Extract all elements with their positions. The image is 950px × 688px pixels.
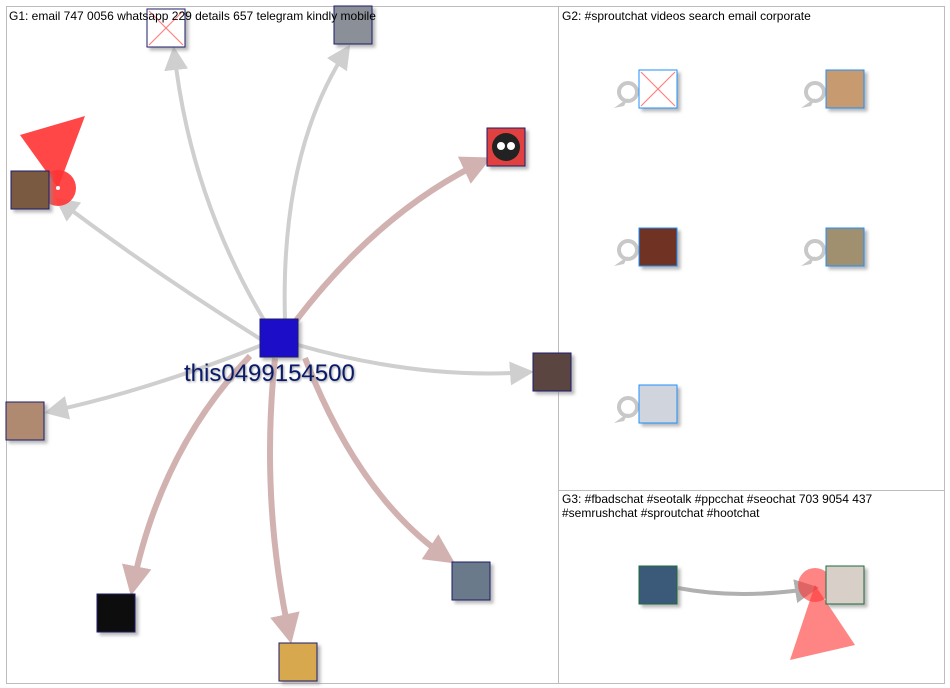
edge (164, 46, 272, 332)
node (532, 352, 572, 392)
highlight-arrow (20, 116, 85, 188)
node (10, 170, 50, 210)
group-g3-panel (558, 490, 945, 684)
owl-icon (492, 133, 520, 161)
edge (302, 356, 455, 564)
self-loop (617, 396, 639, 418)
node (5, 401, 45, 441)
edge (54, 197, 264, 342)
edge (677, 579, 819, 604)
edge (297, 343, 534, 386)
node (825, 69, 865, 109)
node-center (259, 318, 299, 358)
edge (44, 343, 263, 420)
node (638, 384, 678, 424)
edge (282, 44, 351, 321)
edge (122, 353, 253, 596)
edge (267, 357, 300, 644)
node (638, 227, 678, 267)
highlight-arrow (790, 585, 855, 660)
node (825, 565, 865, 605)
self-loop (617, 239, 639, 261)
group-g2-label: G2: #sproutchat videos search email corp… (562, 9, 811, 23)
node (278, 642, 318, 682)
group-g1-label: G1: email 747 0056 whatsapp 229 details … (9, 9, 376, 23)
node (96, 593, 136, 633)
self-loop (804, 239, 826, 261)
node (638, 565, 678, 605)
node (825, 227, 865, 267)
node (451, 561, 491, 601)
group-g3-label: G3: #fbadschat #seotalk #ppcchat #seocha… (562, 492, 873, 520)
node (333, 5, 373, 45)
self-loop (804, 81, 826, 103)
center-node-label: this0499154500 (184, 360, 355, 387)
edge (292, 156, 492, 324)
self-loop (617, 81, 639, 103)
